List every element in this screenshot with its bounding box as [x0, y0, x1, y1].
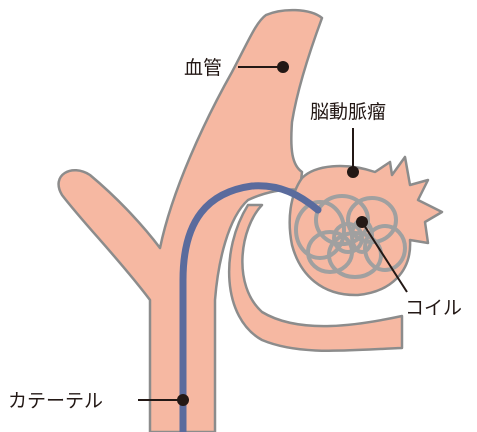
label-catheter: カテーテル [8, 390, 103, 412]
aneurysm-dot [347, 166, 359, 178]
coil-dot [356, 216, 368, 228]
label-coil: コイル [405, 297, 462, 319]
label-vessel: 血管 [184, 57, 222, 79]
catheter-dot [177, 394, 189, 406]
vessel-dot [277, 61, 289, 73]
label-aneurysm: 脳動脈瘤 [310, 101, 386, 123]
